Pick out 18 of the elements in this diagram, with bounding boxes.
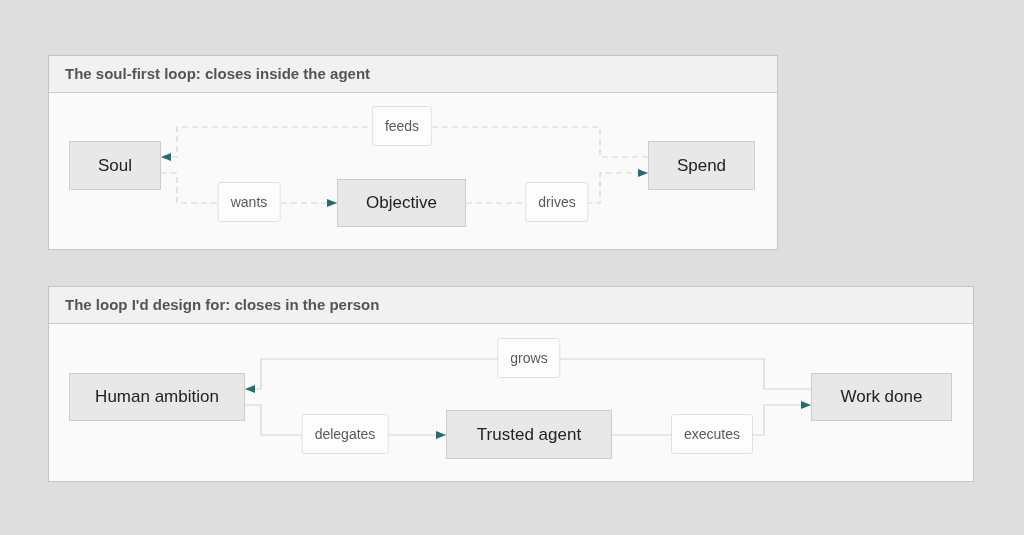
process-box: Soul: [69, 141, 161, 190]
edge-label: drives: [525, 182, 589, 222]
process-box: Objective: [337, 179, 466, 227]
dashed-arrow: [160, 126, 649, 161]
panel-title: The loop I'd design for: closes in the person: [65, 294, 380, 315]
edge-label: executes: [671, 414, 753, 454]
edge-label: grows: [497, 338, 561, 378]
panel: [48, 286, 974, 482]
edge-label: wants: [217, 182, 281, 222]
edge-label: delegates: [301, 414, 389, 454]
panel-title: The soul-first loop: closes inside the agent: [65, 63, 371, 84]
process-box: Spend: [648, 141, 755, 190]
process-box: Trusted agent: [446, 410, 612, 459]
edge-label: feeds: [371, 106, 433, 146]
process-box: Work done: [811, 373, 952, 421]
arrow: [244, 358, 812, 393]
panel: [48, 55, 778, 250]
process-box: Human ambition: [69, 373, 245, 421]
